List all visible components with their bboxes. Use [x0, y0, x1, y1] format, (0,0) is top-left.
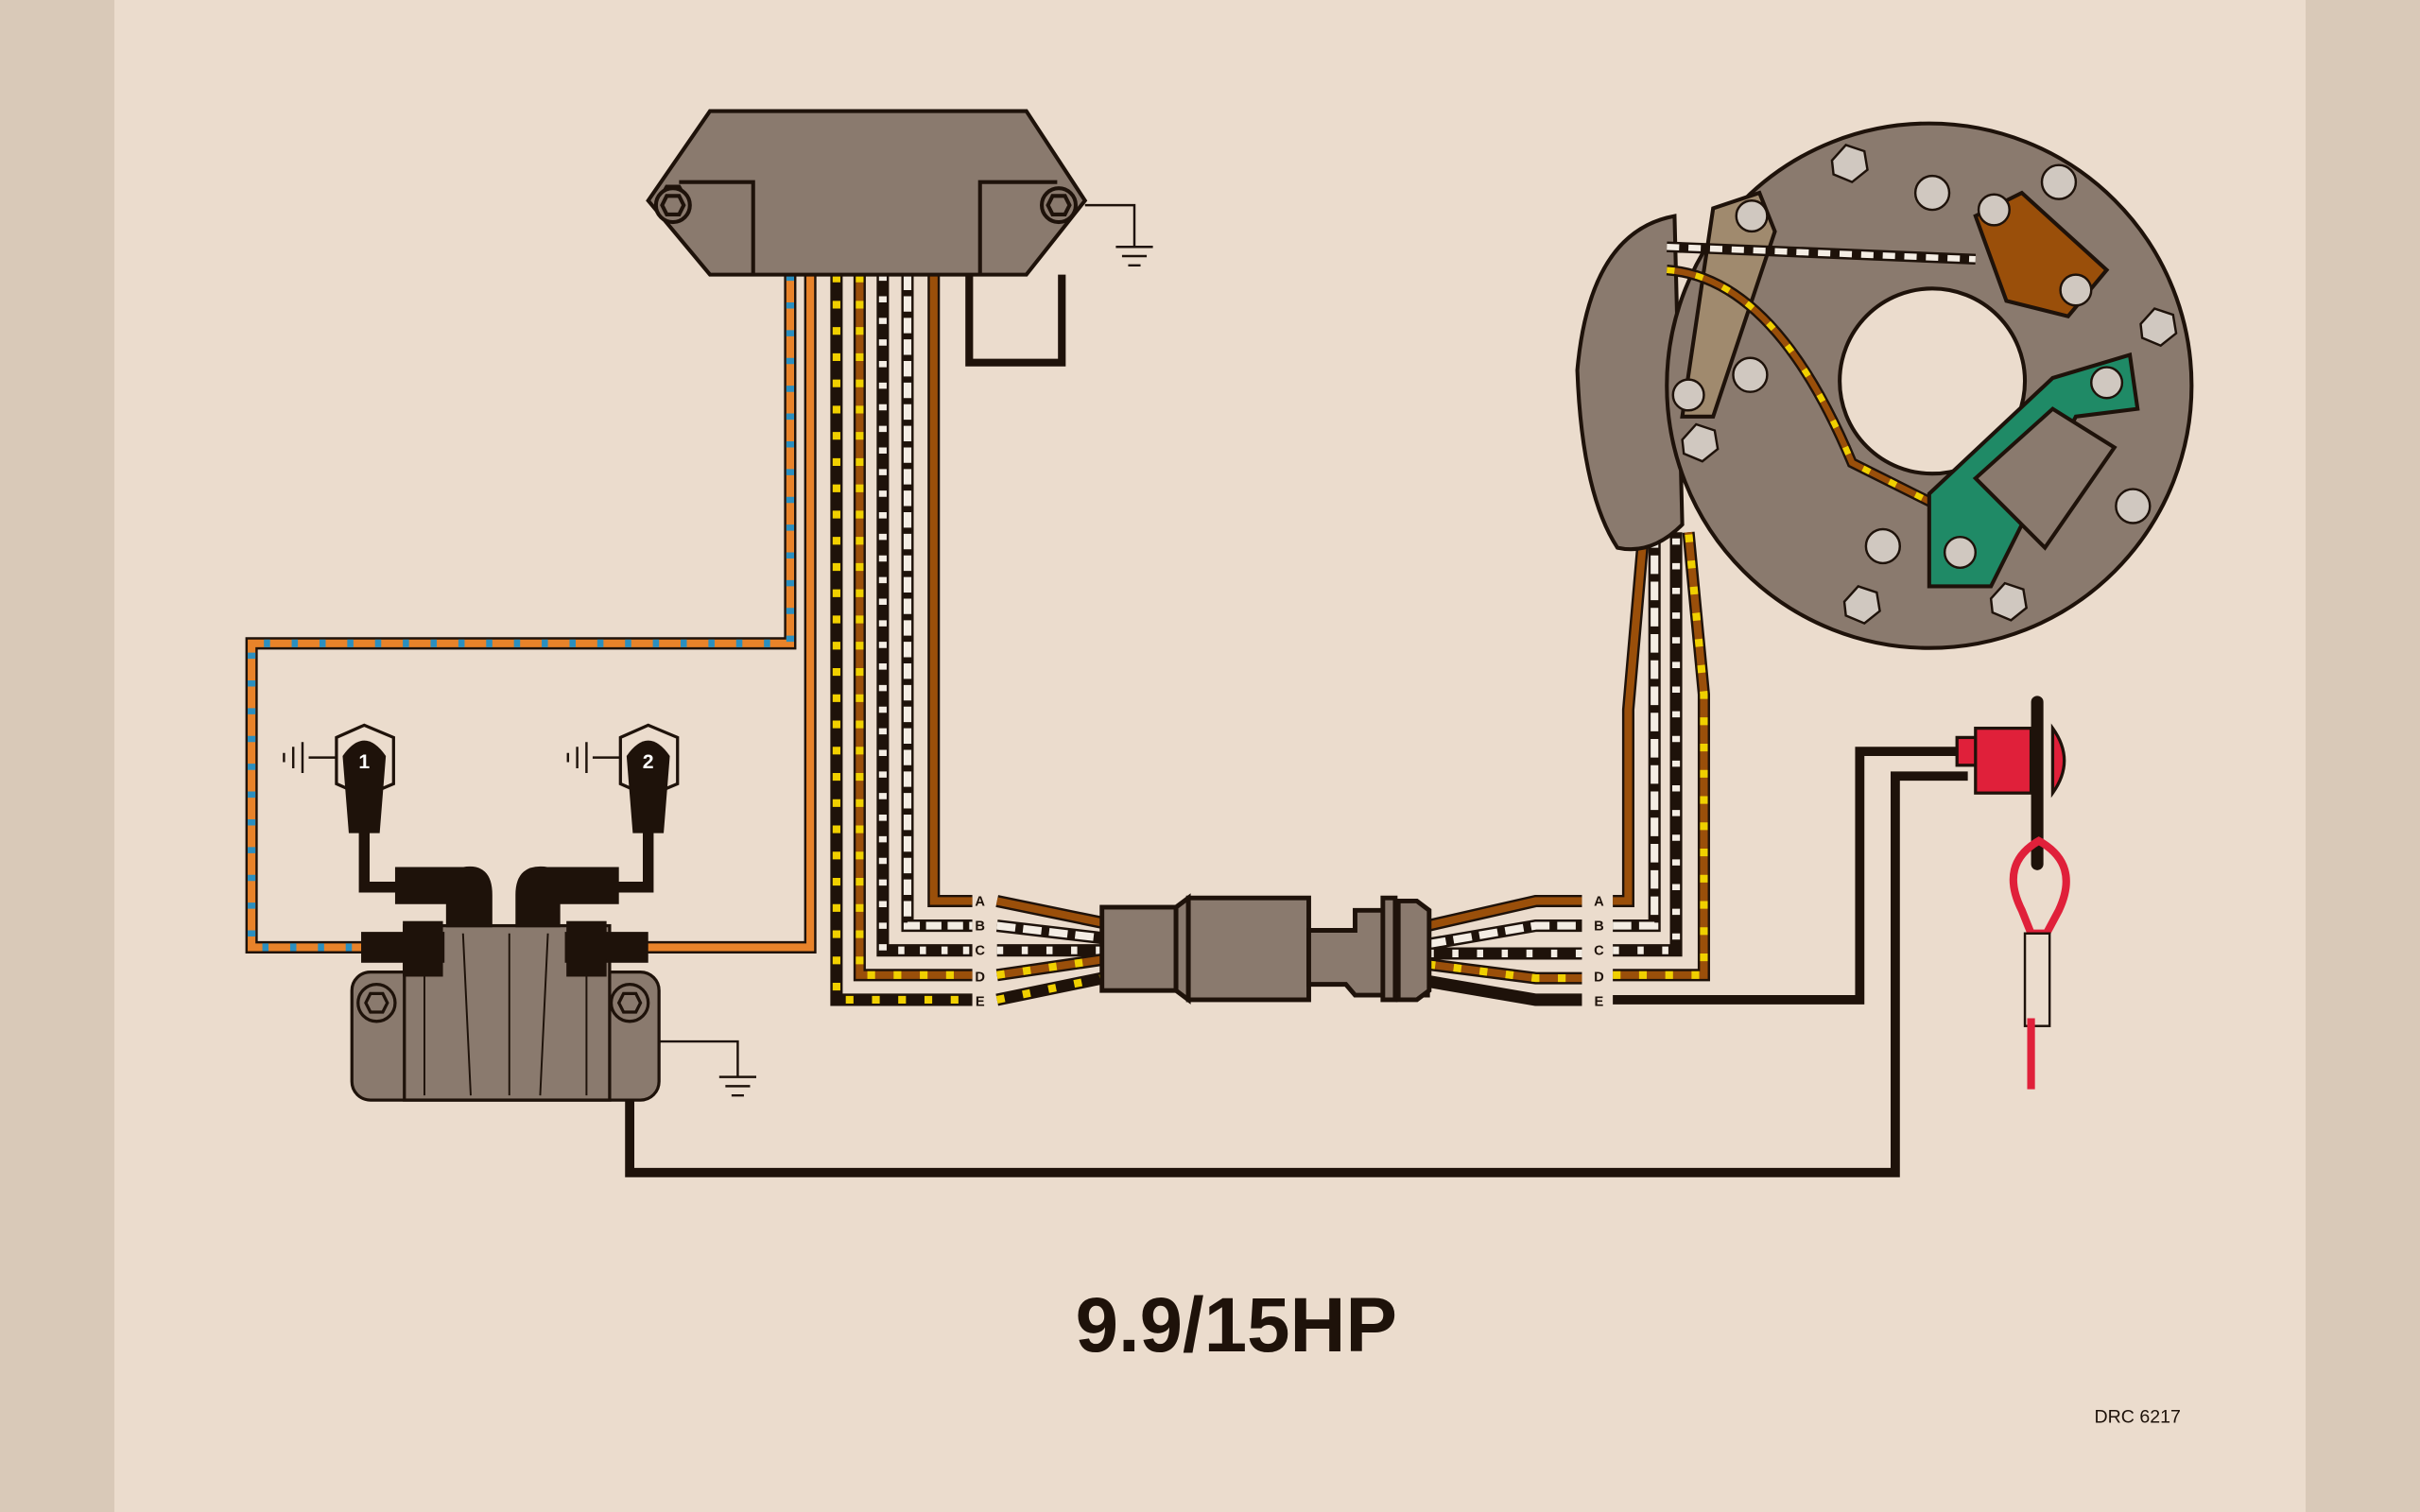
pin-label-b: B: [975, 919, 985, 934]
drawing-code: DRC 6217: [2095, 1406, 2181, 1427]
connector-pin-labels-right: A B C D E: [1594, 894, 1604, 1009]
coil-2-number: 2: [643, 751, 654, 773]
wire-C-black-white: [876, 274, 973, 957]
diagram-title: 9.9/15HP: [1076, 1282, 1397, 1368]
coil-1-lead: [358, 817, 405, 893]
spark-plug-1: 1: [335, 723, 395, 833]
connector-pin-labels-left: A B C D E: [975, 894, 985, 1009]
pin-label-a: A: [975, 894, 985, 909]
wire-B-white-black: [901, 274, 973, 933]
pin-label-d: D: [975, 970, 985, 985]
ignition-module: [646, 109, 1088, 277]
harness-connector: [1099, 893, 1432, 1005]
coil-1-number: 1: [358, 751, 370, 773]
wire-D-brown-yellow: [853, 274, 973, 982]
coil-2-lead: [609, 817, 654, 893]
ignition-coil-assembly: [350, 866, 661, 1102]
armature-plate: [1575, 121, 2194, 650]
module-ground-loop: [965, 274, 1066, 367]
ground-symbols: [283, 203, 1153, 1097]
pin-label-b: B: [1594, 919, 1604, 934]
right-harness: [625, 531, 1968, 1177]
pin-label-e: E: [976, 994, 985, 1009]
stop-switch[interactable]: [1955, 696, 2070, 1090]
left-harness-fan: [995, 895, 1104, 1006]
pin-label-c: C: [975, 944, 985, 959]
pin-label-a: A: [1594, 894, 1604, 909]
spark-plug-2: 2: [618, 723, 680, 833]
wire-orange: [645, 274, 817, 954]
wire-orange-blue: [245, 274, 797, 954]
pin-label-e: E: [1595, 994, 1604, 1009]
pin-label-c: C: [1594, 944, 1604, 959]
wire-A-brown: [927, 274, 973, 907]
wire-E-black-yellow: [830, 274, 973, 1006]
pin-label-d: D: [1594, 970, 1604, 985]
